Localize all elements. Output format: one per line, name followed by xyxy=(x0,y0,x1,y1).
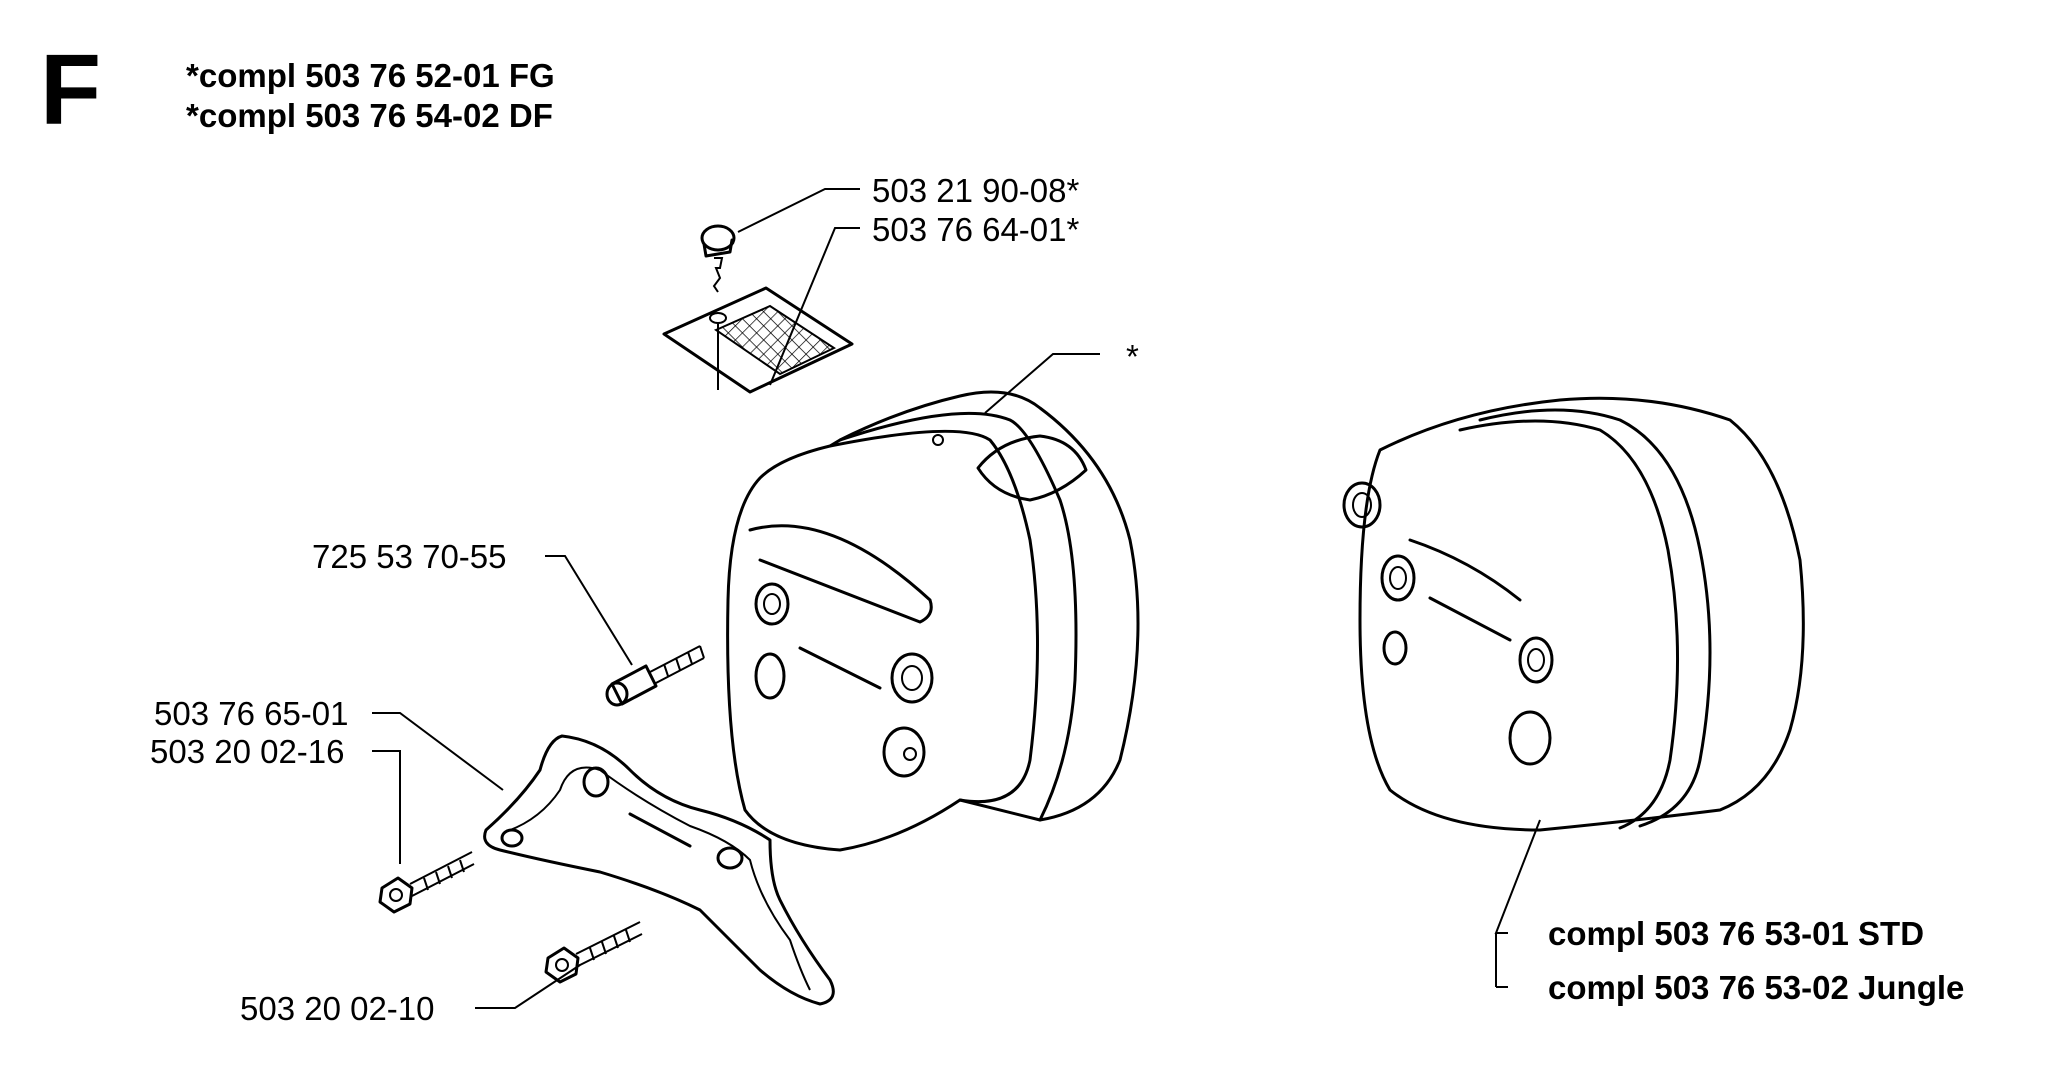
label-spark-screen: 503 76 64-01* xyxy=(872,211,1080,248)
label-muffler-asterisk: * xyxy=(1126,338,1139,375)
muffler-complete xyxy=(1342,396,1805,832)
label-bolt-lower: 503 20 02-10 xyxy=(240,990,435,1027)
screw-503-21-90-08 xyxy=(700,224,736,293)
bracket-503-76-65-01 xyxy=(483,734,835,1006)
assembly-header-line-2: *compl 503 76 54-02 DF xyxy=(186,97,553,134)
label-screw-top: 503 21 90-08* xyxy=(872,172,1080,209)
bolt-503-20-02-10 xyxy=(544,921,643,984)
leader-lines xyxy=(372,188,1541,1009)
label-complete-std: compl 503 76 53-01 STD xyxy=(1548,915,1925,952)
screw-725-53-70-55 xyxy=(605,645,705,707)
label-bracket: 503 76 65-01 xyxy=(154,695,349,732)
section-letter: F xyxy=(40,34,102,146)
assembly-header: *compl 503 76 52-01 FG *compl 503 76 54-… xyxy=(186,56,555,136)
label-complete-jungle: compl 503 76 53-02 Jungle xyxy=(1548,969,1965,1006)
label-screw-725: 725 53 70-55 xyxy=(312,538,507,575)
muffler-main xyxy=(726,390,1140,852)
label-bolt-upper: 503 20 02-16 xyxy=(150,733,345,770)
assembly-header-line-1: *compl 503 76 52-01 FG xyxy=(186,57,555,94)
bolt-503-20-02-16 xyxy=(378,851,475,914)
spark-arrester-screen xyxy=(662,286,854,394)
